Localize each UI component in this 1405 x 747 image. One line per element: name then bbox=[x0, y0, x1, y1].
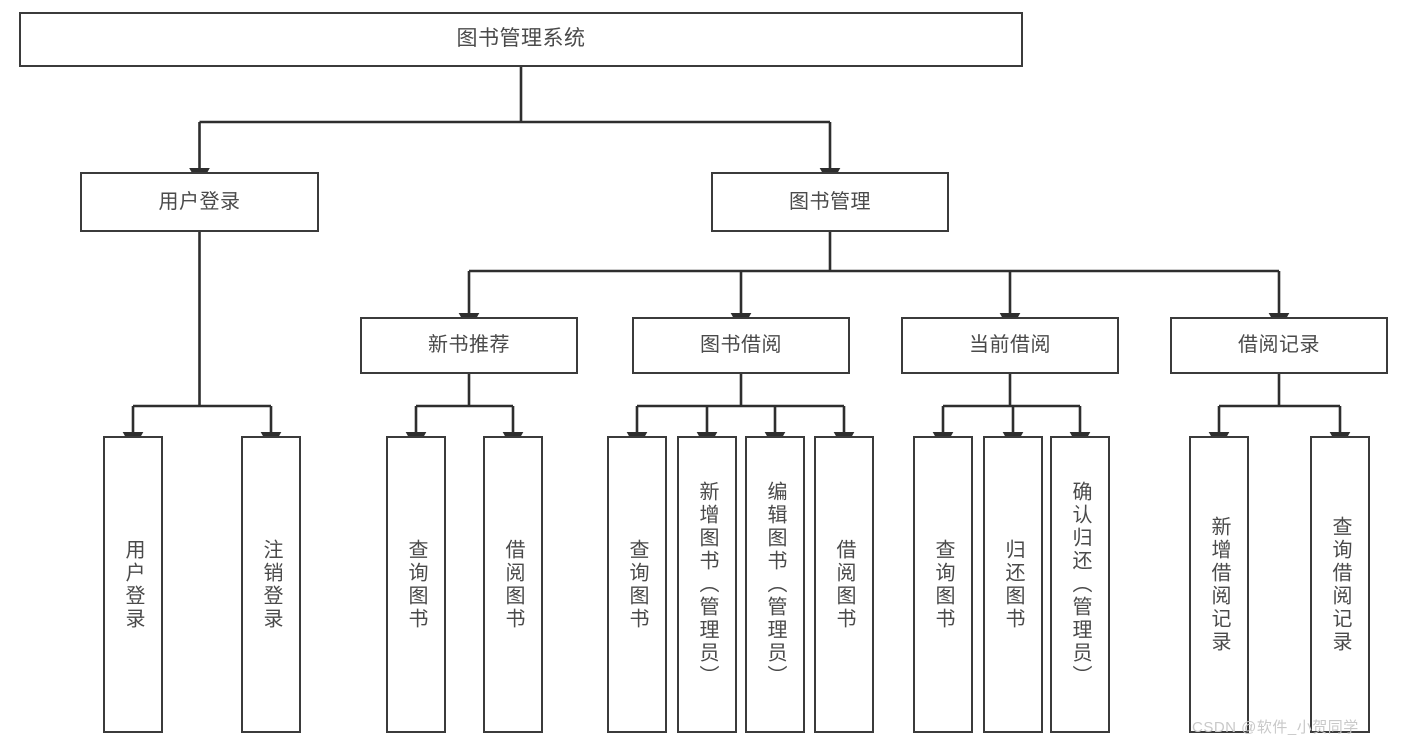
node-label: 查询借阅记录 bbox=[1329, 515, 1351, 654]
node-leaf_12[interactable]: 查询借阅记录 bbox=[1310, 436, 1370, 733]
node-label: 用户登录 bbox=[122, 538, 144, 631]
node-label: 借阅图书 bbox=[502, 538, 524, 631]
node-label: 图书管理 bbox=[789, 190, 871, 213]
node-l2_3[interactable]: 借阅记录 bbox=[1170, 317, 1388, 374]
node-label: 注销登录 bbox=[260, 538, 282, 631]
node-label: 确认归还（管理员） bbox=[1069, 481, 1091, 688]
node-leaf_2[interactable]: 查询图书 bbox=[386, 436, 446, 733]
node-label: 借阅图书 bbox=[833, 538, 855, 631]
node-l2_2[interactable]: 当前借阅 bbox=[901, 317, 1119, 374]
node-leaf_8[interactable]: 查询图书 bbox=[913, 436, 973, 733]
node-label: 查询图书 bbox=[932, 538, 954, 631]
node-label: 新增借阅记录 bbox=[1208, 515, 1230, 654]
node-label: 借阅记录 bbox=[1238, 334, 1320, 356]
node-leaf_4[interactable]: 查询图书 bbox=[607, 436, 667, 733]
node-leaf_10[interactable]: 确认归还（管理员） bbox=[1050, 436, 1110, 733]
node-label: 新书推荐 bbox=[428, 334, 510, 356]
node-l2_1[interactable]: 图书借阅 bbox=[632, 317, 850, 374]
node-label: 新增图书（管理员） bbox=[696, 481, 718, 688]
node-label: 当前借阅 bbox=[969, 334, 1051, 356]
node-l1_0[interactable]: 用户登录 bbox=[80, 172, 319, 232]
node-leaf_11[interactable]: 新增借阅记录 bbox=[1189, 436, 1249, 733]
node-leaf_1[interactable]: 注销登录 bbox=[241, 436, 301, 733]
node-leaf_3[interactable]: 借阅图书 bbox=[483, 436, 543, 733]
csdn-watermark: CSDN @软件_小贺同学 bbox=[1192, 719, 1359, 736]
node-l1_1[interactable]: 图书管理 bbox=[711, 172, 949, 232]
node-label: 查询图书 bbox=[626, 538, 648, 631]
node-label: 归还图书 bbox=[1002, 538, 1024, 631]
node-label: 图书借阅 bbox=[700, 334, 782, 356]
node-leaf_0[interactable]: 用户登录 bbox=[103, 436, 163, 733]
edge-group bbox=[122, 67, 1351, 451]
node-label: 图书管理系统 bbox=[456, 27, 586, 51]
node-leaf_7[interactable]: 借阅图书 bbox=[814, 436, 874, 733]
node-label: 查询图书 bbox=[405, 538, 427, 631]
node-l2_0[interactable]: 新书推荐 bbox=[360, 317, 578, 374]
node-leaf_9[interactable]: 归还图书 bbox=[983, 436, 1043, 733]
node-leaf_5[interactable]: 新增图书（管理员） bbox=[677, 436, 737, 733]
node-leaf_6[interactable]: 编辑图书（管理员） bbox=[745, 436, 805, 733]
node-label: 编辑图书（管理员） bbox=[764, 481, 786, 688]
node-root[interactable]: 图书管理系统 bbox=[19, 12, 1023, 67]
node-label: 用户登录 bbox=[158, 190, 241, 213]
